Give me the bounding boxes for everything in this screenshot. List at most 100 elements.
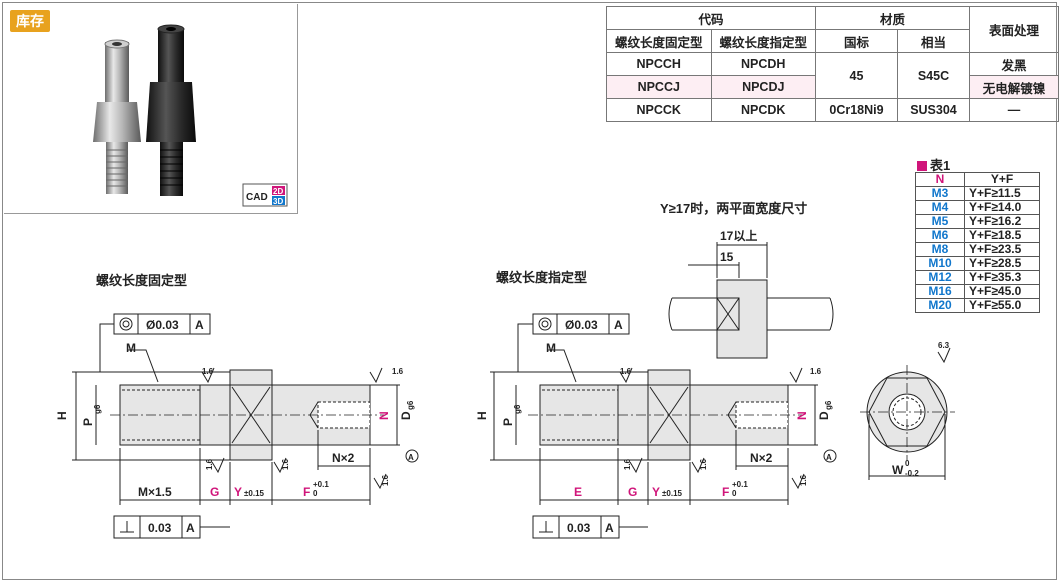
square-icon <box>917 161 927 171</box>
datum-circle-a: A <box>826 453 832 462</box>
f-tol-up: +0.1 <box>732 480 748 489</box>
f-tol-low: 0 <box>313 489 318 498</box>
concentric-tol: Ø0.03 <box>146 318 179 332</box>
table1-v: Y+F≥55.0 <box>964 298 1040 313</box>
table1-n: M20 <box>915 298 965 313</box>
f-tol-low: 0 <box>732 489 737 498</box>
roughness: 1.6 <box>392 367 404 376</box>
concentric-tol: Ø0.03 <box>565 318 598 332</box>
w-tol-low: -0.2 <box>905 469 919 478</box>
table1-v: Y+F≥28.5 <box>964 256 1040 271</box>
material-cell: 45 <box>815 52 898 99</box>
pilot-tol: g6 <box>513 404 522 414</box>
material-cell: 0Cr18Ni9 <box>815 98 898 122</box>
roughness: 1.6 <box>620 367 632 376</box>
national-std-header: 国标 <box>815 29 898 53</box>
y-tol: ±0.15 <box>662 489 683 498</box>
datum-circle-a: A <box>408 453 414 462</box>
perp-datum: A <box>186 521 195 535</box>
roughness: 1.6 <box>202 367 214 376</box>
roughness: 1.6 <box>799 474 808 486</box>
table1-v: Y+F≥16.2 <box>964 214 1040 229</box>
height-label: H <box>475 411 489 420</box>
y-label: Y <box>652 485 660 499</box>
g-label: G <box>628 485 637 499</box>
roughness: 1.6 <box>205 458 214 470</box>
pilot-label: P <box>501 418 515 426</box>
w-label: W <box>892 463 904 477</box>
spec-table: 代码 材质 表面处理 螺纹长度固定型 螺纹长度指定型 国标 相当 NPCCH N… <box>606 6 1059 122</box>
g-label: G <box>210 485 219 499</box>
fixed-type-header: 螺纹长度固定型 <box>606 29 712 53</box>
thread-length: M×1.5 <box>138 485 172 499</box>
f-label: F <box>722 485 729 499</box>
code-cell: NPCDK <box>710 98 816 122</box>
perp-datum: A <box>605 521 614 535</box>
perp-tol: 0.03 <box>567 521 591 535</box>
roughness: 1.6 <box>281 458 290 470</box>
perp-tol: 0.03 <box>148 521 172 535</box>
e-label: E <box>574 485 582 499</box>
stock-badge: 库存 <box>10 10 50 32</box>
dia-label: D <box>399 411 413 420</box>
roughness: 1.6 <box>381 474 390 486</box>
table1-title: 表1 <box>917 155 950 174</box>
dim-17: 17以上 <box>720 228 757 243</box>
specified-type-title: 螺纹长度指定型 <box>496 270 588 285</box>
roughness: 1.6 <box>699 458 708 470</box>
y-label: Y <box>234 485 242 499</box>
dia-tol: g6 <box>406 400 415 410</box>
tap-depth: N×2 <box>332 451 355 465</box>
product-photo: CAD 2D 3D <box>93 24 288 207</box>
thread-label: M <box>546 341 556 355</box>
cad-badge: CAD 2D 3D <box>242 183 288 207</box>
dia-tol: g6 <box>824 400 833 410</box>
w-tol-up: 0 <box>905 459 910 468</box>
tap-depth: N×2 <box>750 451 773 465</box>
table1-title-text: 表1 <box>930 158 951 173</box>
thread-label: M <box>126 341 136 355</box>
tap-label: N <box>377 411 391 420</box>
table1-n: M10 <box>915 256 965 271</box>
end-view-drawing <box>860 347 955 480</box>
product-photo-panel: 库存 <box>4 4 298 214</box>
table1-v: Y+F≥45.0 <box>964 284 1040 299</box>
fixed-type-drawing <box>72 313 419 539</box>
material-cell: S45C <box>896 52 971 99</box>
datum-ref: A <box>195 318 204 332</box>
svg-text:3D: 3D <box>273 197 283 206</box>
f-label: F <box>303 485 310 499</box>
code-cell: NPCCK <box>606 98 712 122</box>
code-cell: NPCDH <box>710 52 816 76</box>
specified-type-header: 螺纹长度指定型 <box>710 29 816 53</box>
flat-detail-drawing <box>668 242 834 359</box>
code-cell: NPCDJ <box>710 75 816 99</box>
roughness: 1.6 <box>810 367 822 376</box>
table1-n: M12 <box>915 270 965 285</box>
svg-text:CAD: CAD <box>246 192 268 203</box>
table1-v: Y+F≥35.3 <box>964 270 1040 285</box>
datum-ref: A <box>614 318 623 332</box>
surface-header: 表面处理 <box>969 6 1059 53</box>
material-cell: SUS304 <box>896 98 971 122</box>
height-label: H <box>55 411 69 420</box>
specified-type-drawing <box>490 313 837 539</box>
table1-v: Y+F≥18.5 <box>964 228 1040 243</box>
pilot-label: P <box>81 418 95 426</box>
fixed-type-title: 螺纹长度固定型 <box>96 273 188 288</box>
material-header: 材质 <box>815 6 970 30</box>
tap-label: N <box>795 411 809 420</box>
svg-text:2D: 2D <box>273 187 283 196</box>
pilot-tol: g6 <box>93 404 102 414</box>
f-tol-up: +0.1 <box>313 480 329 489</box>
flat-note: Y≥17时，两平面宽度尺寸 <box>660 201 808 216</box>
roughness: 1.6 <box>623 458 632 470</box>
table1-v: Y+F≥23.5 <box>964 242 1040 257</box>
dim-15: 15 <box>720 250 734 264</box>
y-tol: ±0.15 <box>244 489 265 498</box>
roughness: 6.3 <box>938 341 950 350</box>
surface-cell: — <box>969 98 1059 122</box>
